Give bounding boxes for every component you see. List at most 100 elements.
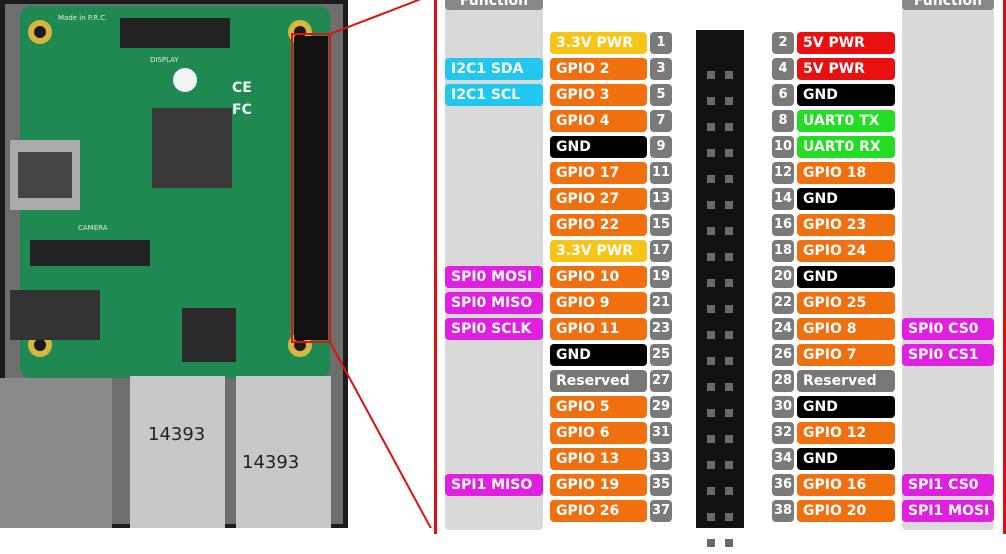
pin-32-name: GPIO 12 [797,422,895,444]
soc-chip [152,108,232,188]
header-pin-row [696,454,744,476]
pin-17-number: 17 [650,240,672,262]
pin-24-name: GPIO 8 [797,318,895,340]
header-pin [725,357,733,365]
pin-31-name: GPIO 6 [550,422,647,444]
header-pin [707,487,715,495]
ce-mark-icon: CE [232,80,252,96]
pin-12-number: 12 [772,162,794,184]
pin-16-number: 16 [772,214,794,236]
header-pin [725,461,733,469]
pin-29-number: 29 [650,396,672,418]
header-pin-row [696,220,744,242]
header-pin [707,175,715,183]
pin-15-name: GPIO 22 [550,214,647,236]
pin-11-name: GPIO 17 [550,162,647,184]
header-pin [707,97,715,105]
header-pin [725,97,733,105]
pin-37-name: GPIO 26 [550,500,647,522]
header-pin [707,305,715,313]
pin-4-number: 4 [772,58,794,80]
header-pin [725,383,733,391]
pin-1-number: 1 [650,32,672,54]
header-pin-row [696,402,744,424]
header-pin [725,253,733,261]
header-pin [725,227,733,235]
pin-30-name: GND [797,396,895,418]
right-function-header: Function [902,0,994,10]
header-pin [725,539,733,547]
header-pin [707,331,715,339]
pin-5-name: GPIO 3 [550,84,647,106]
pin-23-name: GPIO 11 [550,318,647,340]
pin-19-function-left: SPI0 MOSI [445,266,543,288]
display-silk: DISPLAY [150,56,179,64]
usb-stamp-right: 14393 [242,452,299,473]
pin-22-name: GPIO 25 [797,292,895,314]
pin-26-number: 26 [772,344,794,366]
header-pin [707,201,715,209]
header-pin [725,201,733,209]
pin-2-name: 5V PWR [797,32,895,54]
pin-18-number: 18 [772,240,794,262]
pin-6-number: 6 [772,84,794,106]
pin-19-name: GPIO 10 [550,266,647,288]
pin-38-number: 38 [772,500,794,522]
pin-21-number: 21 [650,292,672,314]
pin-2-number: 2 [772,32,794,54]
camera-silk: CAMERA [78,224,108,232]
pin-14-number: 14 [772,188,794,210]
header-pin-row [696,64,744,86]
pin-9-name: GND [550,136,647,158]
pin-38-name: GPIO 20 [797,500,895,522]
header-pin [725,149,733,157]
pin-5-number: 5 [650,84,672,106]
pin-3-name: GPIO 2 [550,58,647,80]
pin-27-name: Reserved [550,370,647,392]
header-pin-row [696,350,744,372]
pin-31-number: 31 [650,422,672,444]
pin-17-name: 3.3V PWR [550,240,647,262]
pin-7-name: GPIO 4 [550,110,647,132]
pin-12-name: GPIO 18 [797,162,895,184]
pin-34-number: 34 [772,448,794,470]
pin-22-number: 22 [772,292,794,314]
header-pin [707,513,715,521]
header-pin [725,175,733,183]
header-pin-row [696,298,744,320]
header-pin-row [696,142,744,164]
pin-36-function-right: SPI1 CS0 [902,474,994,496]
header-pin-row [696,506,744,528]
header-pin [725,123,733,131]
pin-25-number: 25 [650,344,672,366]
pin-33-name: GPIO 13 [550,448,647,470]
pin-23-function-left: SPI0 SCLK [445,318,543,340]
fcc-mark-icon: FC [232,102,252,118]
raspberry-pi-board-illustration: DISPLAY Made in P.R.C. CAMERA CE FC 1439… [0,0,348,528]
header-pin-row [696,376,744,398]
pin-13-number: 13 [650,188,672,210]
pin-8-number: 8 [772,110,794,132]
pin-20-number: 20 [772,266,794,288]
connector-lines [329,0,432,528]
pin-33-number: 33 [650,448,672,470]
pin-30-number: 30 [772,396,794,418]
pin-34-name: GND [797,448,895,470]
pin-3-function-left: I2C1 SDA [445,58,543,80]
header-pin-row [696,324,744,346]
pin-15-number: 15 [650,214,672,236]
pin-37-number: 37 [650,500,672,522]
pin-27-number: 27 [650,370,672,392]
header-pin [725,305,733,313]
header-pin [707,123,715,131]
pin-10-name: UART0 RX [797,136,895,158]
pin-18-name: GPIO 24 [797,240,895,262]
pin-29-name: GPIO 5 [550,396,647,418]
header-pin [707,71,715,79]
pin-16-name: GPIO 23 [797,214,895,236]
pin-19-number: 19 [650,266,672,288]
pin-5-function-left: I2C1 SCL [445,84,543,106]
pin-21-name: GPIO 9 [550,292,647,314]
header-pin [725,279,733,287]
header-pin-row [696,194,744,216]
